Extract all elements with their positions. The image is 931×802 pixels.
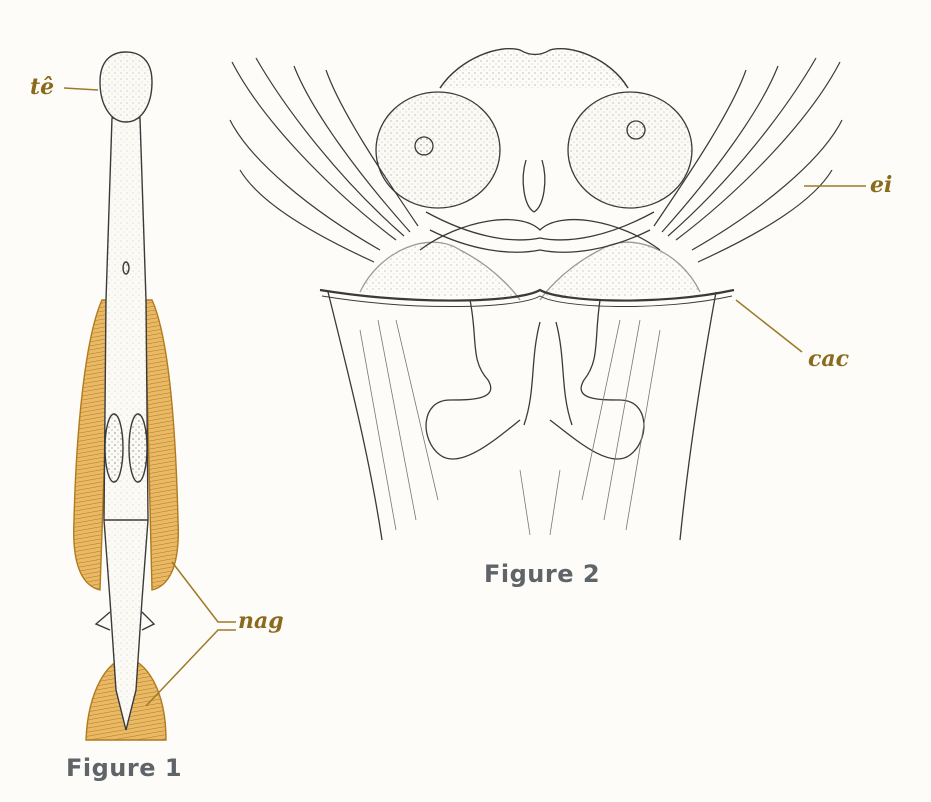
leader-lines-fig1: [63, 87, 236, 707]
caption-figure-1: Figure 1: [66, 754, 183, 782]
caption-figure-2: Figure 2: [484, 560, 601, 588]
figure-1-drawing: [73, 51, 179, 741]
stalk-outline: [327, 291, 717, 541]
organ-left: [104, 413, 124, 483]
organ-right: [128, 413, 148, 483]
label-cac: cac: [808, 346, 850, 372]
label-te: tê: [30, 74, 55, 100]
label-ei: ei: [870, 172, 893, 198]
label-nag: nag: [238, 608, 284, 634]
figure-2-drawing: [229, 48, 843, 541]
leader-lines-fig2: [735, 185, 866, 353]
collar: [319, 288, 735, 302]
